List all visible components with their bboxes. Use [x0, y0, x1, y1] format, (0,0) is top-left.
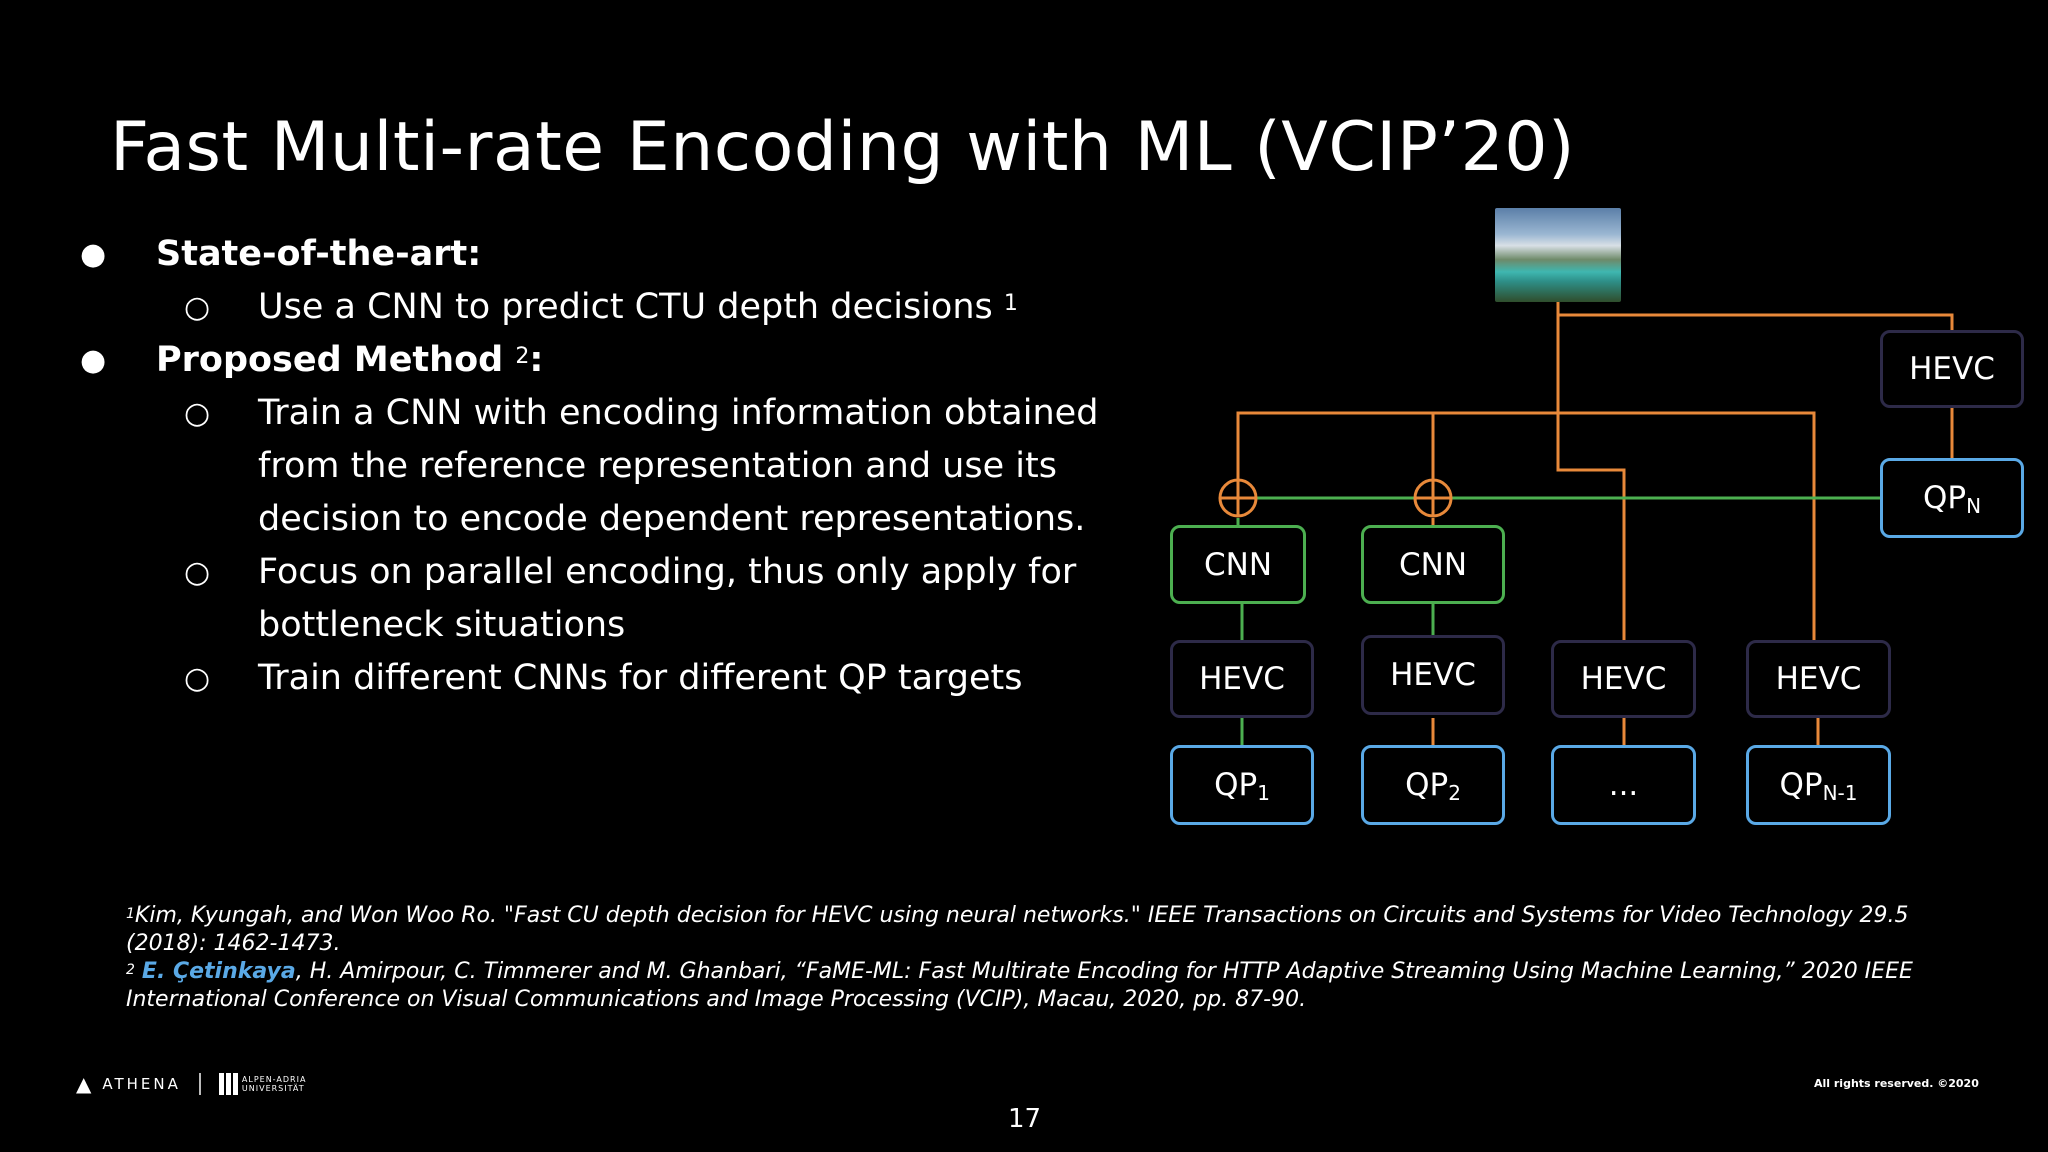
qp-subscript: 1 [1257, 781, 1270, 805]
ref-number: 1 [126, 906, 135, 922]
page-number: 17 [1008, 1104, 1042, 1134]
cnn-box-1: CNN [1170, 525, 1306, 604]
orange-connector [1558, 313, 1954, 330]
hevc-box-top: HEVC [1880, 330, 2024, 408]
athena-logo-icon: ▲ [76, 1072, 95, 1096]
bullet-state-of-the-art: ● State-of-the-art: [80, 228, 1190, 281]
hevc-label: HEVC [1390, 657, 1476, 693]
logo-divider [198, 1073, 201, 1095]
sub-bullet: ○ Train a CNN with encoding information … [80, 387, 1190, 546]
ref-number: 2 [126, 962, 135, 978]
copyright-notice: All rights reserved. ©2020 [1814, 1077, 1979, 1090]
university-logo: ALPEN-ADRIA UNIVERSITÄT [218, 1073, 307, 1095]
hevc-label: HEVC [1580, 661, 1667, 697]
reference-1: 1Kim, Kyungah, and Won Woo Ro. "Fast CU … [126, 902, 1966, 958]
ref-highlighted-author: E. Çetinkaya [141, 959, 296, 984]
cnn-label: CNN [1398, 546, 1468, 583]
orange-connector [1556, 302, 1626, 640]
sub-bullet: ○ Train different CNNs for different QP … [80, 652, 1190, 705]
footer-logos: ▲ ATHENA ALPEN-ADRIA UNIVERSITÄT [76, 1072, 306, 1096]
hevc-label: HEVC [1909, 351, 1995, 387]
hevc-label: HEVC [1775, 661, 1862, 697]
sub-bullet: ○ Use a CNN to predict CTU depth decisio… [80, 281, 1190, 334]
reference-image-thumbnail [1495, 208, 1621, 302]
hevc-label: HEVC [1199, 661, 1285, 697]
hevc-box-3: HEVC [1551, 640, 1696, 718]
bullet-dot: ● [80, 237, 107, 272]
sub-bullet: ○ Focus on parallel encoding, thus only … [80, 546, 1190, 652]
ref-text: Kim, Kyungah, and Won Woo Ro. "Fast CU d… [126, 903, 1909, 956]
bullet-list: ● State-of-the-art: ○ Use a CNN to predi… [80, 228, 1190, 705]
hevc-box-2: HEVC [1361, 635, 1505, 715]
qp-label: QP [1922, 480, 1967, 516]
sub-bullet-circle: ○ [184, 396, 211, 431]
sub-bullet-text: Train a CNN with encoding information ob… [258, 393, 1099, 539]
hevc-box-4: HEVC [1746, 640, 1891, 718]
qp-label: QP [1214, 767, 1258, 803]
university-name-line2: UNIVERSITÄT [241, 1084, 305, 1093]
cnn-box-2: CNN [1361, 525, 1505, 604]
adder-cross [1415, 480, 1451, 516]
qp-ellipsis-box: ... [1551, 745, 1696, 825]
qp-label: QP [1779, 767, 1823, 803]
qp-label: ... [1608, 767, 1639, 803]
bullet-label: Proposed Method [156, 340, 504, 380]
ref-marker: 2 [515, 344, 530, 369]
qp-subscript: 2 [1448, 781, 1461, 805]
bullet-label: State-of-the-art: [156, 234, 482, 274]
qp-subscript: N [1966, 494, 1982, 518]
sub-bullet-text: Focus on parallel encoding, thus only ap… [258, 552, 1077, 645]
bullet-proposed-method: ● Proposed Method 2: [80, 334, 1190, 387]
qp-subscript: N-1 [1822, 781, 1858, 805]
sub-bullet-circle: ○ [184, 661, 211, 696]
university-logo-icon [218, 1073, 238, 1095]
sub-bullet-circle: ○ [184, 555, 211, 590]
references: 1Kim, Kyungah, and Won Woo Ro. "Fast CU … [126, 902, 1966, 1014]
ref-marker: 1 [1003, 291, 1018, 316]
slide-title: Fast Multi-rate Encoding with ML (VCIP’2… [110, 108, 1576, 187]
sub-bullet-circle: ○ [184, 290, 211, 325]
university-name-line1: ALPEN-ADRIA [241, 1075, 307, 1084]
ref-text: , H. Amirpour, C. Timmerer and M. Ghanba… [126, 959, 1913, 1012]
bullet-dot: ● [80, 343, 107, 378]
cnn-label: CNN [1203, 546, 1273, 583]
orange-connector [1236, 411, 1816, 640]
hevc-box-1: HEVC [1170, 640, 1314, 718]
bullet-colon: : [529, 340, 544, 380]
athena-logo-text: ATHENA [102, 1075, 181, 1093]
adder-cross [1220, 480, 1256, 516]
reference-2: 2 E. Çetinkaya, H. Amirpour, C. Timmerer… [126, 958, 1966, 1014]
sub-bullet-text: Use a CNN to predict CTU depth decisions [258, 287, 993, 327]
qp-label: QP [1405, 767, 1449, 803]
sub-bullet-text: Train different CNNs for different QP ta… [258, 658, 1023, 698]
